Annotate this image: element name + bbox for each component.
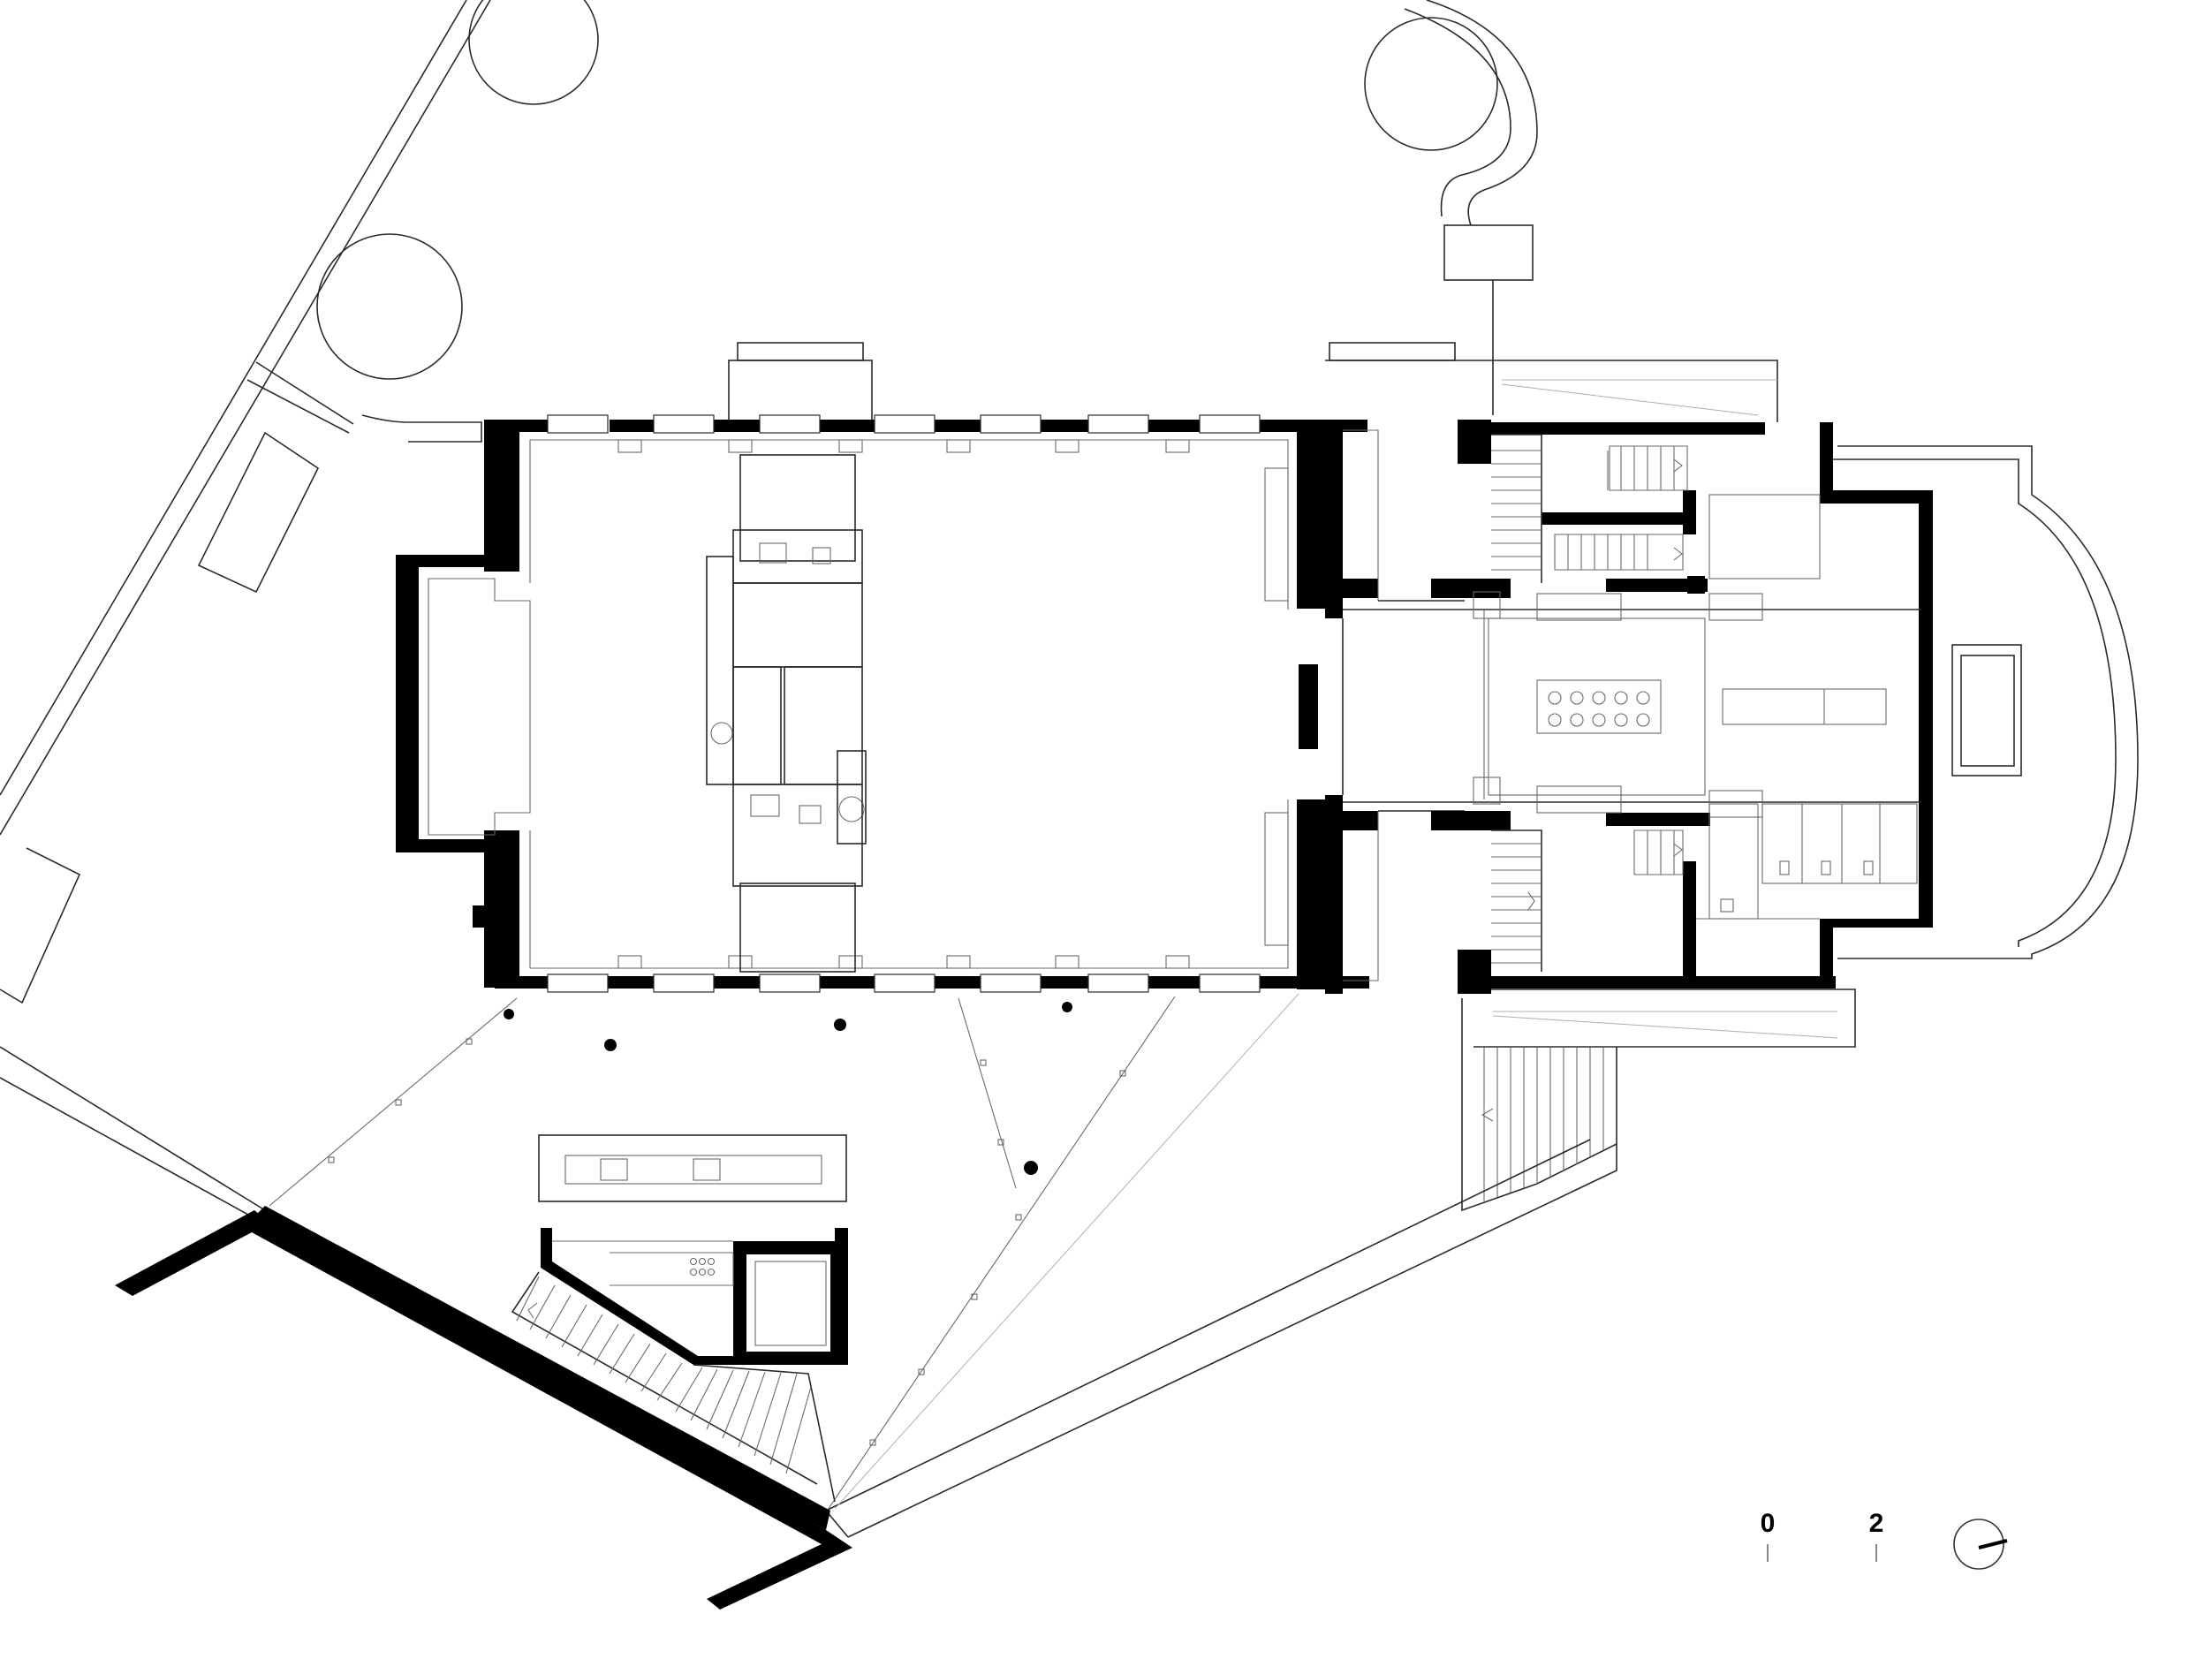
- exterior-stair: [1461, 998, 1617, 1212]
- north-arrow-icon: [1953, 1519, 2008, 1570]
- pavilion-stair: [511, 1271, 836, 1503]
- scale-label-2: 2: [1869, 1509, 1884, 1538]
- scale-label-0: 0: [1761, 1509, 1776, 1538]
- service-core: [706, 454, 867, 973]
- dining-hall: [1343, 494, 1921, 920]
- tree: [316, 233, 463, 380]
- stair-south: [1491, 830, 1684, 972]
- main-hall: [396, 414, 1369, 993]
- pavilion: [115, 1206, 852, 1610]
- scale-bar: 0 2: [1761, 1509, 1884, 1562]
- east-wing: [1325, 420, 1933, 994]
- stair-north: [1491, 434, 1688, 583]
- tree: [468, 0, 599, 105]
- tree: [1364, 17, 1498, 151]
- site-context: [0, 0, 2139, 1538]
